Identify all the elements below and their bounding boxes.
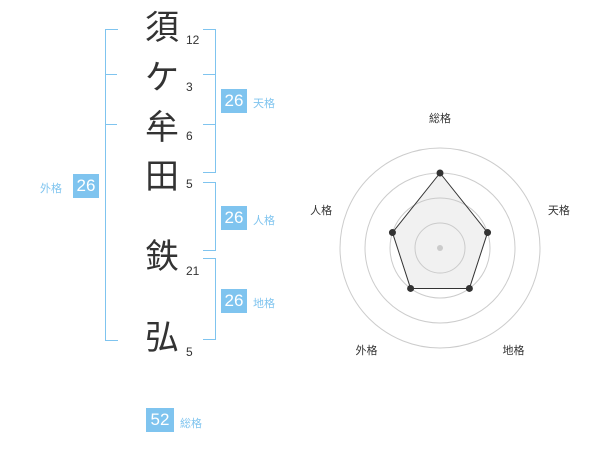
bracket-tick bbox=[105, 74, 117, 75]
jinkaku-label: 人格 bbox=[253, 214, 275, 227]
radar-ring bbox=[339, 147, 541, 349]
jinkaku-bracket bbox=[203, 182, 216, 251]
radar-point bbox=[388, 229, 396, 237]
radar-point bbox=[436, 169, 444, 177]
gaikaku-label: 外格 bbox=[40, 182, 62, 195]
gaikaku-bracket bbox=[105, 29, 118, 341]
radar-axis-label: 地格 bbox=[502, 344, 525, 358]
chikaku-bracket bbox=[203, 258, 216, 340]
jinkaku-value: 26 bbox=[221, 206, 247, 230]
stroke-count: 3 bbox=[186, 80, 193, 94]
tenkaku-label: 天格 bbox=[253, 97, 275, 110]
name-character: 田 bbox=[145, 157, 179, 197]
stroke-count: 5 bbox=[186, 177, 193, 191]
chikaku-value: 26 bbox=[221, 289, 247, 313]
radar-ring bbox=[389, 197, 491, 299]
name-character: ケ bbox=[145, 58, 179, 98]
stroke-count: 6 bbox=[186, 129, 193, 143]
chikaku-label: 地格 bbox=[253, 297, 275, 310]
tenkaku-bracket bbox=[203, 29, 216, 173]
bracket-tick bbox=[105, 124, 117, 125]
radar-axis-label: 人格 bbox=[310, 204, 333, 218]
stroke-count: 21 bbox=[186, 264, 200, 278]
stroke-count: 12 bbox=[186, 33, 200, 47]
name-character: 須 bbox=[145, 8, 179, 48]
radar-polygon bbox=[391, 172, 489, 289]
name-character: 牟 bbox=[145, 108, 179, 148]
bracket-tick bbox=[203, 74, 215, 75]
name-character: 鉄 bbox=[145, 237, 179, 277]
gaikaku-value: 26 bbox=[73, 174, 99, 198]
radar-center bbox=[437, 245, 443, 251]
soukaku-value: 52 bbox=[146, 408, 174, 432]
bracket-tick bbox=[203, 124, 215, 125]
radar-axis-label: 外格 bbox=[355, 344, 378, 358]
radar-ring bbox=[414, 222, 466, 274]
radar-point bbox=[484, 229, 492, 237]
soukaku-label: 総格 bbox=[180, 417, 202, 430]
radar-point bbox=[407, 284, 415, 292]
tenkaku-value: 26 bbox=[221, 89, 247, 113]
radar-axis-label: 総格 bbox=[429, 112, 451, 125]
name-character: 弘 bbox=[145, 318, 179, 358]
stroke-count: 5 bbox=[186, 345, 193, 359]
radar-axis-label: 天格 bbox=[547, 204, 570, 218]
radar-point bbox=[465, 284, 473, 292]
